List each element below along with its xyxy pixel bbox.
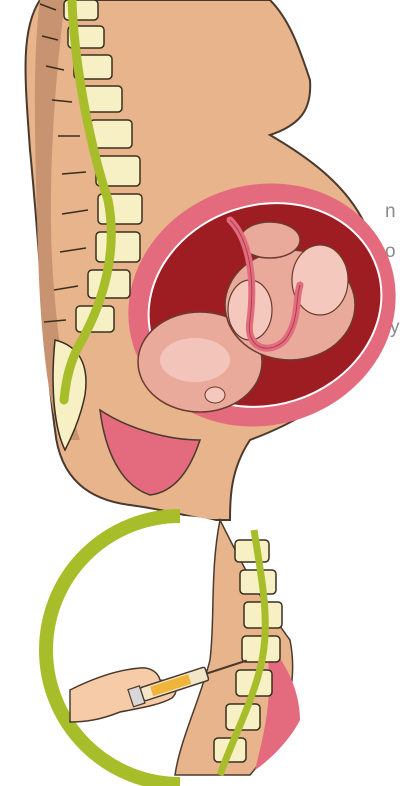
inset-zoom (46, 516, 314, 784)
